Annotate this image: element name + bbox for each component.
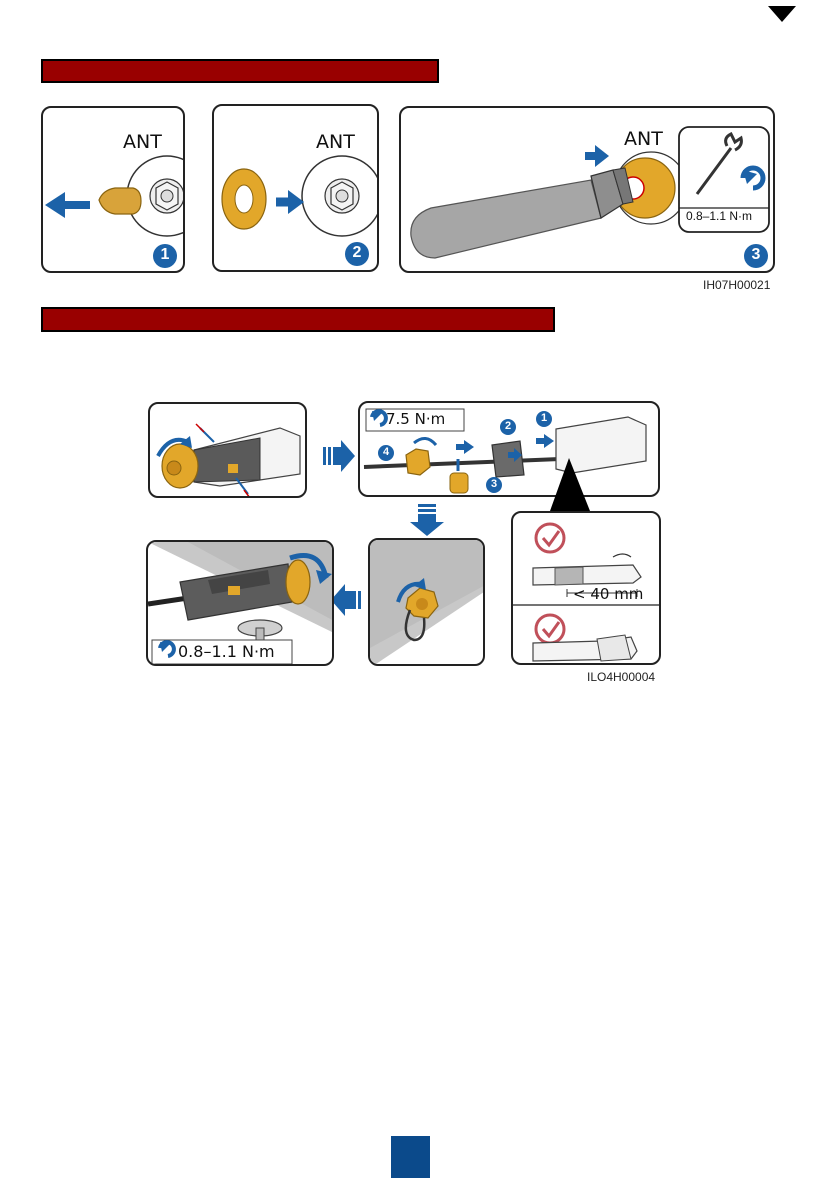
torque-nut: 0.8–1.1 N·m xyxy=(178,642,275,661)
page-number-box xyxy=(391,1136,430,1178)
figure-code-connector: ILO4H00004 xyxy=(587,670,655,684)
brass-cap-icon xyxy=(286,560,310,604)
connector-step-d-panel: 0.8–1.1 N·m xyxy=(146,540,334,666)
